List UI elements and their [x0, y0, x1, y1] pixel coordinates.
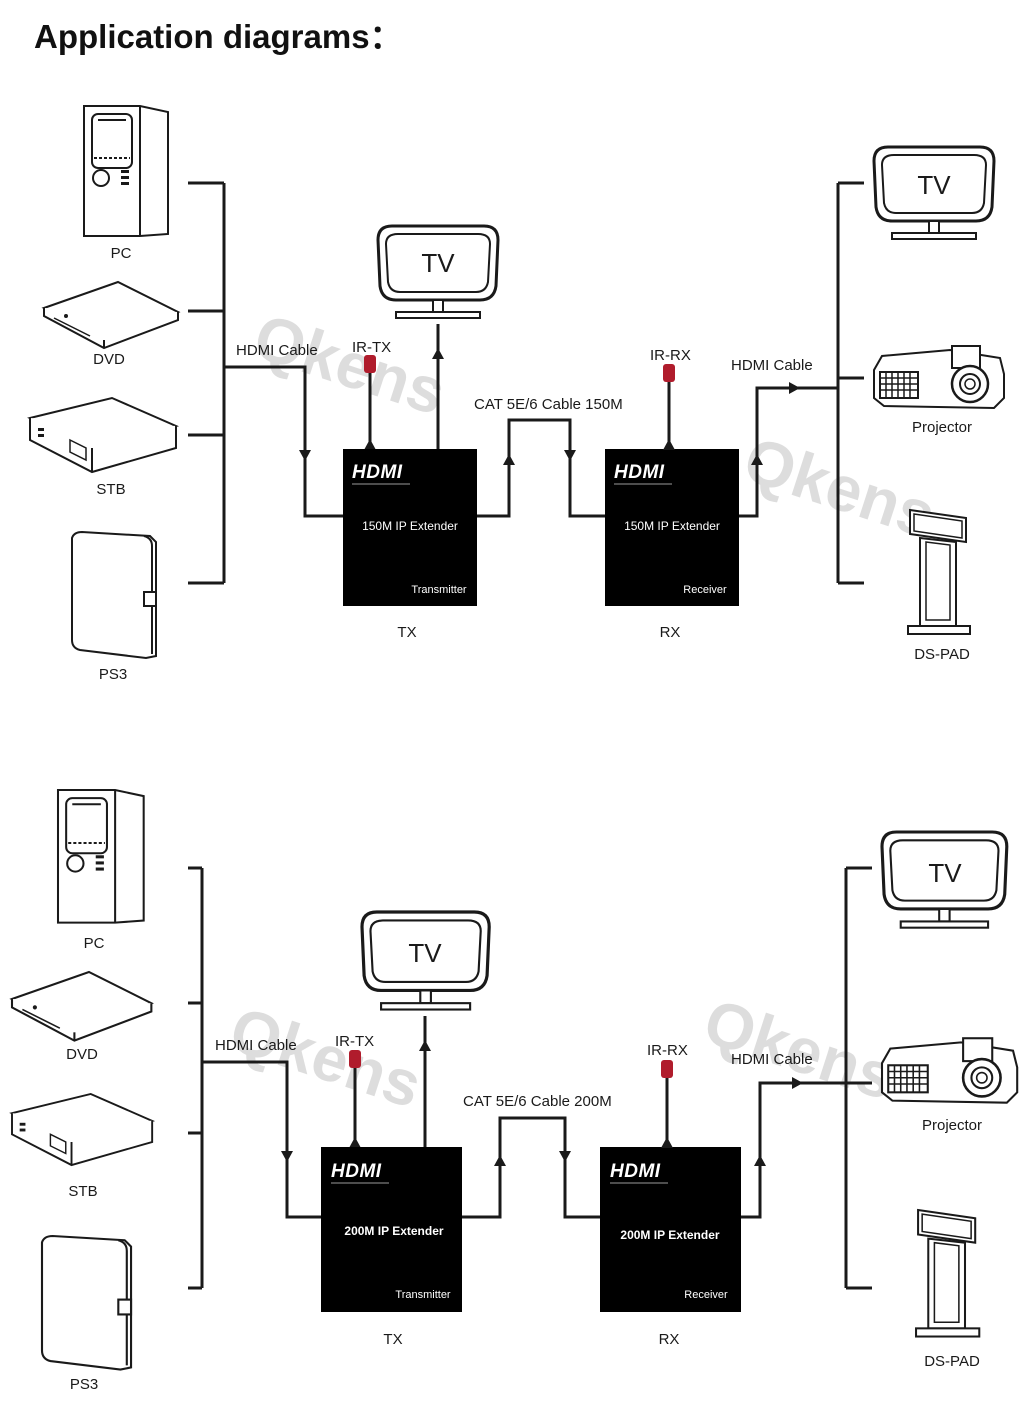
set-top-box-icon: [11, 1093, 154, 1167]
local-tv-arrow: [432, 348, 444, 359]
cat-cable: [462, 1116, 600, 1219]
hdmi-logo: HDMI: [352, 462, 410, 485]
ir-arrow: [661, 1137, 673, 1148]
source-label-ps3: PS3: [99, 666, 127, 683]
hdmi-logo-text: HDMI: [352, 462, 403, 483]
hdmi-input-cable: [202, 1060, 321, 1219]
tx-role: Transmitter: [411, 584, 467, 596]
output-label-tv: TV: [928, 858, 962, 888]
ir-arrow: [349, 1137, 361, 1148]
rx-extender-box: [605, 449, 739, 606]
hdmi-input-arrow: [281, 1151, 293, 1162]
cat-arrow-up: [503, 454, 515, 465]
ir-tx-label: IR-TX: [352, 339, 391, 356]
dvd-player-icon: [10, 970, 153, 1042]
ir-rx-sensor: [661, 1060, 673, 1148]
rx-caption: RX: [660, 624, 681, 641]
source-label-dvd: DVD: [66, 1046, 98, 1063]
source-label-dvd: DVD: [93, 351, 125, 368]
watermark-text: Qkens: [222, 993, 430, 1122]
ps3-console-icon: [40, 1234, 133, 1371]
tx-title: 200M IP Extender: [344, 1224, 443, 1238]
tx-extender-box: [321, 1147, 462, 1312]
output-label-dspad: DS-PAD: [924, 1353, 980, 1370]
source-label-stb: STB: [68, 1183, 97, 1200]
rx-extender-box: [600, 1147, 741, 1312]
ir-rx-label: IR-RX: [650, 347, 691, 364]
hdmi-input-arrow: [299, 450, 311, 461]
rx-title: 200M IP Extender: [620, 1228, 719, 1242]
cat-cable-label: CAT 5E/6 Cable 200M: [463, 1093, 612, 1110]
hdmi-logo: HDMI: [614, 462, 672, 485]
ir-rx-label: IR-RX: [647, 1042, 688, 1059]
projector-icon: [880, 1036, 1019, 1105]
rx-caption: RX: [659, 1331, 680, 1348]
hdmi-logo-text: HDMI: [610, 1161, 661, 1182]
tx-caption: TX: [383, 1331, 402, 1348]
ir-tx-label: IR-TX: [335, 1033, 374, 1050]
ir-arrow: [663, 439, 675, 450]
ir-tx-sensor: [364, 355, 376, 450]
local-tv-arrow: [419, 1040, 431, 1051]
local-tv-label: TV: [408, 938, 442, 968]
rx-role: Receiver: [683, 584, 727, 596]
pc-tower-icon: [83, 105, 169, 237]
ir-tx-sensor: [349, 1050, 361, 1148]
hdmi-output-label: HDMI Cable: [731, 357, 813, 374]
application-diagram-2: Qkens Qkens PC DVD STB PS3 HDMI Cable TV IR-TX HD…: [10, 788, 1019, 1393]
tx-role: Transmitter: [395, 1289, 451, 1301]
source-label-stb: STB: [96, 481, 125, 498]
ir-sensor-head: [349, 1050, 361, 1068]
cat-arrow-down: [564, 450, 576, 461]
rx-role: Receiver: [684, 1289, 728, 1301]
hdmi-logo-text: HDMI: [614, 462, 665, 483]
hdmi-output-arrow-right: [789, 382, 800, 394]
ds-pad-kiosk-icon: [907, 509, 971, 635]
hdmi-output-label: HDMI Cable: [731, 1051, 813, 1068]
cat-arrow-down: [559, 1151, 571, 1162]
cat-cable-label: CAT 5E/6 Cable 150M: [474, 396, 623, 413]
set-top-box-icon: [29, 397, 177, 473]
pc-tower-icon: [56, 788, 145, 924]
ir-sensor-head: [663, 364, 675, 382]
watermark-text: Qkens: [246, 300, 454, 429]
source-label-ps3: PS3: [70, 1376, 98, 1393]
tx-caption: TX: [397, 624, 416, 641]
source-label-pc: PC: [84, 935, 105, 952]
hdmi-logo: HDMI: [331, 1161, 389, 1184]
cat-arrow-up: [494, 1155, 506, 1166]
output-label-projector: Projector: [912, 419, 972, 436]
hdmi-logo: HDMI: [610, 1161, 668, 1184]
hdmi-output-arrow-up: [751, 454, 763, 465]
ir-sensor-head: [661, 1060, 673, 1078]
hdmi-input-label: HDMI Cable: [215, 1037, 297, 1054]
output-label-projector: Projector: [922, 1117, 982, 1134]
hdmi-output-cable: [741, 1081, 846, 1219]
cat-cable: [477, 418, 605, 518]
hdmi-input-cable: [224, 365, 343, 518]
ir-rx-sensor: [663, 364, 675, 450]
rx-title: 150M IP Extender: [624, 519, 720, 533]
output-label-dspad: DS-PAD: [914, 646, 970, 663]
hdmi-logo-text: HDMI: [331, 1161, 382, 1182]
output-label-tv: TV: [917, 170, 951, 200]
ps3-console-icon: [71, 531, 157, 659]
hdmi-output-arrow-right: [792, 1077, 803, 1089]
hdmi-output-arrow-up: [754, 1155, 766, 1166]
ir-sensor-head: [364, 355, 376, 373]
tx-extender-box: [343, 449, 477, 606]
dvd-player-icon: [43, 281, 179, 349]
ir-arrow: [364, 439, 376, 450]
watermark-text: Qkens: [696, 985, 904, 1114]
ds-pad-kiosk-icon: [915, 1209, 981, 1338]
hdmi-input-label: HDMI Cable: [236, 342, 318, 359]
projector-icon: [872, 344, 1006, 410]
page-title: Application diagrams：: [34, 18, 403, 55]
source-label-pc: PC: [111, 245, 132, 262]
tx-title: 150M IP Extender: [362, 519, 458, 533]
local-tv-label: TV: [421, 248, 455, 278]
